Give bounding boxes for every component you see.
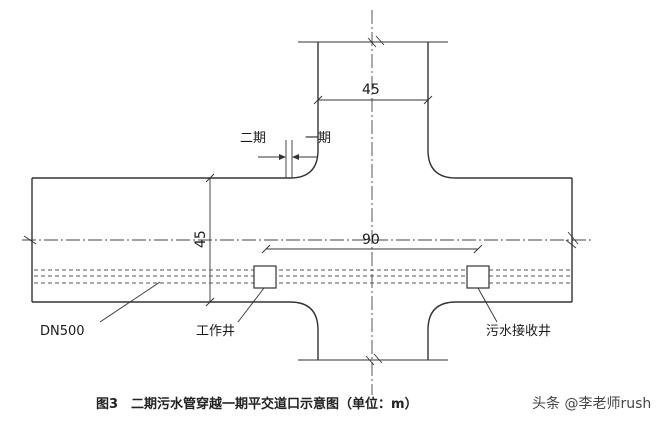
receive-well-label: 污水接收井 <box>486 323 551 339</box>
pipe-leader <box>99 281 161 323</box>
receive-well <box>466 265 490 289</box>
upper-branch-road <box>289 35 457 179</box>
work-well-label: 工作井 <box>196 324 235 339</box>
receive-well-leader <box>477 287 498 323</box>
road-width-value: 45 <box>193 230 209 248</box>
pipe-label: DN500 <box>40 324 85 339</box>
well-spacing-value: 90 <box>362 232 380 248</box>
top-width-dimension <box>313 95 433 105</box>
well-spacing-dimension <box>261 244 483 254</box>
work-well <box>253 265 277 289</box>
lower-branch-road <box>289 301 457 366</box>
top-width-value: 45 <box>362 82 380 98</box>
watermark: 头条 @李老师rush <box>532 395 651 412</box>
phase-boundary <box>258 140 318 178</box>
phase2-label: 二期 <box>240 131 266 146</box>
phase1-label: 一期 <box>305 131 331 146</box>
road-width-dimension <box>205 173 215 307</box>
main-road <box>23 177 579 303</box>
sewer-pipe <box>34 269 570 284</box>
figure-caption: 图3 二期污水管穿越一期平交道口示意图（单位：m） <box>96 396 418 412</box>
work-well-leader <box>237 287 265 323</box>
